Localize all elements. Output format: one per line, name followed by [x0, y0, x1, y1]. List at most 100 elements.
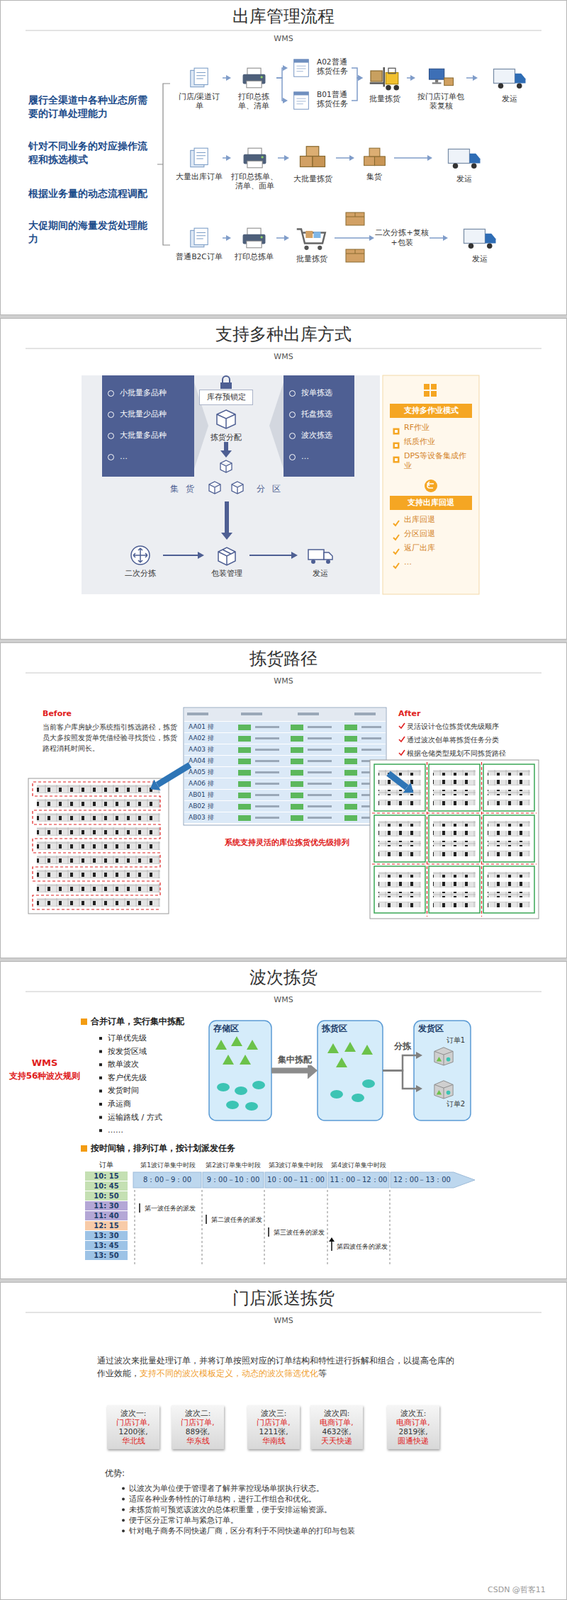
- graphic: [359, 146, 390, 171]
- graphic-part: [36, 870, 161, 879]
- graphic-part: [80, 1019, 88, 1026]
- graphic-part: [483, 764, 535, 812]
- connector: [382, 1056, 417, 1072]
- lock-box: 库存预锁定: [199, 389, 254, 406]
- mode-row: 纸质作业: [389, 435, 473, 450]
- graphic-part: [36, 856, 161, 865]
- graphic-part: [157, 83, 171, 246]
- rule-item: 承运商: [107, 1099, 132, 1110]
- step-icon: [446, 143, 482, 173]
- feature-text: 履行全渠道中各种业态所需要的订单处理能力: [28, 93, 153, 121]
- graphic: [446, 143, 482, 173]
- graphic-part: [216, 1083, 230, 1093]
- graphic-part: [413, 1021, 471, 1122]
- graphic-part: [194, 148, 208, 165]
- process-step: 批量拣货: [289, 223, 335, 264]
- graphic-part: [296, 98, 306, 105]
- row-mark: [392, 559, 400, 567]
- process-step: 二次分拣+复核+包装: [374, 225, 430, 251]
- graphic-part: [81, 375, 380, 595]
- step-icon: [425, 65, 457, 91]
- graphic-part: [423, 391, 430, 397]
- dispatch-note: 第三波任务的派发: [273, 1228, 325, 1238]
- graphic-part: [515, 73, 526, 84]
- panel-title: 出库管理流程: [0, 0, 567, 27]
- state-label: Before: [42, 708, 72, 720]
- list-row: 大批量少品种: [107, 403, 189, 426]
- graphic-part: [25, 30, 542, 1314]
- step-icon: [184, 146, 215, 171]
- graphic-part: [252, 1081, 266, 1091]
- graphic-part: [184, 812, 386, 824]
- connector-label: 分拣: [392, 1041, 413, 1053]
- feature-text: 大促期间的海量发货处理能力: [28, 219, 153, 246]
- connector: [351, 77, 358, 101]
- order-box: 订单1: [422, 1036, 465, 1067]
- state-label: After: [398, 708, 421, 720]
- graphic-part: [394, 85, 400, 91]
- step-text: 二次分拣+复核+包装: [374, 228, 430, 249]
- icon-caption: 发运: [447, 254, 512, 264]
- graphic-part: [428, 68, 444, 80]
- graphic-part: [183, 708, 387, 826]
- card-line: 华东线: [172, 1437, 223, 1447]
- graphic-part: [393, 442, 400, 450]
- graphic-part: [260, 155, 263, 159]
- graphic-part: [196, 153, 206, 160]
- step-icon: [212, 544, 241, 567]
- graphic-part: [434, 1081, 453, 1100]
- graphic-part: [423, 384, 430, 390]
- table-cell: AB03 排: [188, 813, 234, 823]
- graphic-part: [184, 722, 386, 733]
- card-line: 1200张,: [108, 1428, 159, 1438]
- graphic-part: [196, 73, 206, 80]
- process-step: 大批量拣货: [289, 143, 336, 184]
- connector: [334, 237, 370, 239]
- process-step: 发运: [477, 63, 542, 104]
- graphic: [239, 146, 271, 171]
- graphic-part: [260, 236, 263, 239]
- graphic-part: [36, 827, 161, 837]
- graphic-part: [222, 376, 230, 383]
- graphic-part: [194, 68, 208, 85]
- graphic-part: [431, 82, 441, 84]
- time-cell: 13: 30: [85, 1231, 128, 1242]
- graphic-part: [220, 382, 232, 390]
- time-cell: 13: 50: [85, 1251, 128, 1261]
- connector: [394, 157, 428, 159]
- graphic-part: [99, 1077, 103, 1081]
- mode-item: 分区回退: [403, 529, 436, 540]
- graphic-part: [394, 444, 398, 448]
- step-icon: [491, 63, 528, 93]
- graphic-part: [374, 156, 385, 166]
- list-row: …: [289, 446, 349, 468]
- feature-panel: 支持多作业模式RF作业纸质作业DPS等设备集成作业: [389, 403, 473, 474]
- table-cell: AA01 排: [188, 722, 234, 733]
- graphic: [392, 562, 400, 570]
- graphic-part: [326, 559, 331, 565]
- row-mark: [392, 424, 400, 432]
- graphic-part: [393, 520, 400, 526]
- graphic: [430, 1045, 458, 1067]
- area-box: 发货区订单1订单2: [413, 1021, 471, 1122]
- wave-card: 波次二:门店订单,889张,华东线: [171, 1406, 224, 1451]
- graphic-part: [428, 815, 480, 863]
- feature-text: 针对不同业务的对应操作流程和拣选模式: [28, 139, 153, 167]
- connector-group: [163, 68, 473, 1090]
- panel-subtitle: WMS: [0, 676, 567, 687]
- graphic: [392, 534, 400, 542]
- card-line: 天天快递: [311, 1437, 362, 1447]
- graphic-part: [393, 535, 400, 541]
- process-step: 打印总拣单: [231, 226, 277, 262]
- connector: [249, 554, 292, 557]
- graphic-part: [434, 1051, 453, 1066]
- highlight-note: 系统支持灵活的库位拣货优先级排列: [205, 837, 369, 849]
- advantage-item: 适应各种业务特性的订单结构，进行工作组合和优化。: [128, 1494, 317, 1506]
- graphic-part: [157, 765, 190, 786]
- option-list-box: 小批量多品种大批量少品种大批量多品种…: [102, 375, 195, 477]
- graphic-part: [218, 549, 236, 566]
- step-icon: [306, 544, 335, 567]
- card-line: 华南线: [248, 1437, 299, 1447]
- graphic-part: [382, 375, 480, 595]
- mode-row: 分区回退: [389, 527, 473, 542]
